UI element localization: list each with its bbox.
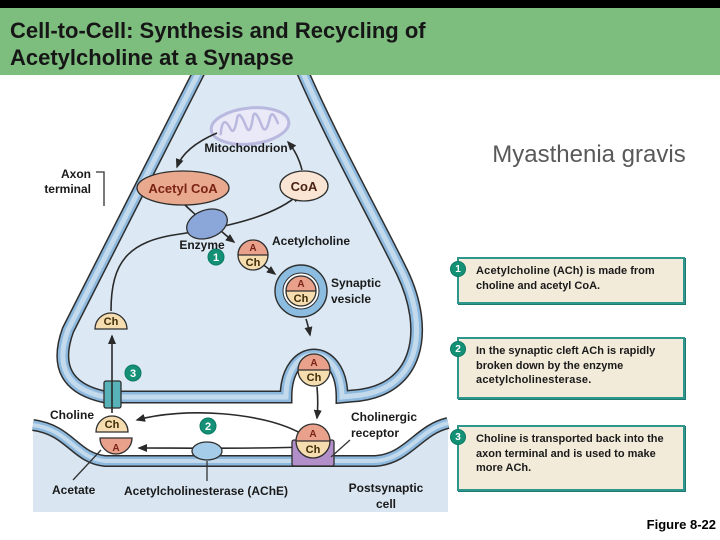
arrow-choline-recycle-to-coa [110,192,301,312]
postsynaptic-cell-shape [31,417,450,512]
callout-3-text: Choline is transported back into the axo… [476,433,664,475]
pointer-cholinergic-receptor [330,439,351,458]
molecule-a-label: A [309,429,316,440]
synaptic-vesicle: A Ch [274,264,328,318]
molecule-ch-label: Ch [104,316,119,328]
svg-text:3: 3 [130,368,136,380]
axon-terminal-shape [56,75,424,405]
callout-2-text: In the synaptic cleft ACh is rapidly bro… [476,345,656,372]
molecule-ch-label: Ch [246,257,261,269]
step-marker-2: 2 [199,417,217,435]
slide-title-line2: Acetylcholine at a Synapse [10,45,294,70]
arrow-vesicle-to-membrane [304,318,313,337]
ache-enzyme [191,441,223,461]
step-badge-3: 3 [450,429,466,445]
pointer-axon-terminal [96,171,105,206]
arrow-coa-to-mito [286,140,303,171]
molecule-ch-label: Ch [105,419,120,431]
choline-molecule-terminal: Ch [94,312,128,330]
pointer-lines [72,171,351,481]
label-acetylcholine: Acetylcholine [272,234,350,248]
svg-text:1: 1 [213,252,219,264]
arrow-release-to-receptor [313,386,322,420]
callout-2-keyword: acetylcholinesterase. [476,374,592,387]
label-acetyl-coa: Acetyl CoA [148,181,218,196]
label-choline: Choline [50,408,94,422]
molecule-a-label: A [310,358,317,369]
step-marker-1: 1 [207,248,225,266]
pointer-acetate [72,449,102,481]
arrow-enzyme-to-ach [220,230,236,243]
callout-1-keyword: Acetylcholine [476,265,551,277]
mitochondrion [209,106,291,146]
callout-1-text: (ACh) is made from choline and acetyl Co… [476,265,655,292]
label-acetate: Acetate [52,483,96,497]
label-mitochondrion: Mitochondrion [204,141,287,155]
label-cholinergic-1: Cholinergic [351,410,417,424]
slide-title-bar: Cell-to-Cell: Synthesis and Recycling of… [0,8,720,75]
ach-molecule: A Ch [237,239,269,271]
step-badge-1: 1 [450,261,466,277]
callout-step-3: 3 Choline is transported back into the a… [450,425,685,491]
molecule-a-label: A [112,443,119,454]
synapse-diagram: Acetyl CoA CoA A Ch A Ch A Ch A C [31,75,450,512]
label-axon-terminal-2: terminal [44,182,91,196]
label-enzyme: Enzyme [179,238,225,252]
callout-step-2: 2 In the synaptic cleft ACh is rapidly b… [450,337,685,399]
step-badge-2: 2 [450,341,466,357]
step-marker-3: 3 [124,364,142,382]
acetate-molecule: A [99,437,133,455]
molecule-a-label: A [297,279,304,290]
callout-step-1: 1 Acetylcholine (ACh) is made from choli… [450,257,685,304]
svg-text:2: 2 [205,421,211,433]
figure-caption: Figure 8-22 [646,517,716,532]
arrow-breakdown-to-choline [135,412,301,434]
receptor-ach: A Ch [295,423,331,459]
label-postsynaptic-1: Postsynaptic [349,481,424,495]
molecule-a-label: A [249,243,256,254]
coa-ellipse [279,170,329,202]
label-coa: CoA [291,179,318,194]
molecule-ch-label: Ch [306,444,321,456]
enzyme-ellipse [186,208,228,240]
exocytosis-ach: A Ch [297,353,331,387]
molecule-ch-label: Ch [294,293,309,305]
annotation-myasthenia-gravis: Myasthenia gravis [492,141,686,168]
slide-title-line1: Cell-to-Cell: Synthesis and Recycling of [10,18,426,43]
label-synaptic-vesicle-2: vesicle [331,292,371,306]
choline-molecule-cleft: Ch [95,415,129,433]
label-axon-terminal-1: Axon [61,167,91,181]
label-ache: Acetylcholinesterase (AChE) [124,484,288,498]
label-synaptic-vesicle-1: Synaptic [331,276,381,290]
arrow-mito-to-acetylcoa [175,132,218,169]
acetyl-coa-ellipse [136,170,230,206]
slide-top-border [0,0,720,8]
label-cholinergic-2: receptor [351,426,399,440]
molecule-ch-label: Ch [307,372,322,384]
label-postsynaptic-2: cell [376,497,396,511]
